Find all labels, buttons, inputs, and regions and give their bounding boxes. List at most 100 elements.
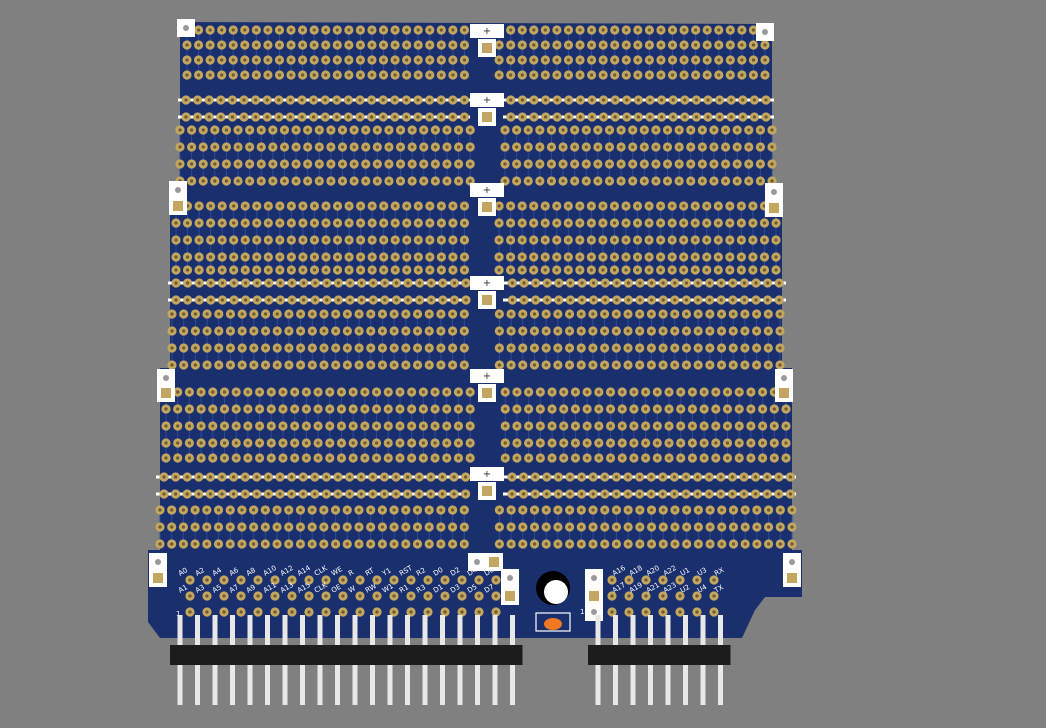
pad-hole — [603, 492, 607, 496]
pad-hole — [240, 363, 244, 367]
pad-hole — [521, 508, 525, 512]
pad-hole — [211, 407, 215, 411]
pad-hole — [370, 98, 374, 102]
pad-hole — [567, 329, 572, 333]
pad-hole — [393, 58, 397, 62]
pad-hole — [601, 268, 605, 272]
pad-hole — [462, 268, 467, 272]
pad-hole — [187, 441, 191, 445]
pad-hole — [765, 475, 769, 479]
pad-hole — [439, 542, 443, 546]
pad-hole — [451, 221, 455, 225]
pad-hole — [312, 98, 316, 102]
pad-hole — [543, 204, 547, 208]
pad-hole — [324, 43, 328, 47]
pad-hole — [187, 390, 191, 394]
pad-hole — [393, 268, 397, 272]
pad-hole — [248, 179, 252, 183]
pad-hole — [683, 98, 687, 102]
pad-hole — [462, 346, 466, 350]
pad-hole — [743, 525, 747, 529]
pad-hole — [696, 312, 700, 316]
pad-hole — [336, 492, 340, 496]
pad-hole — [689, 179, 693, 183]
pad-hole — [426, 578, 430, 582]
pad-hole — [351, 456, 355, 460]
pad-hole — [694, 98, 699, 102]
pad-hole — [596, 179, 600, 183]
pad-hole — [298, 542, 303, 546]
pad-hole — [456, 390, 461, 394]
pad-hole — [334, 329, 338, 333]
pad-hole — [387, 162, 391, 166]
pad-hole — [440, 492, 444, 496]
pad-hole — [209, 238, 213, 242]
pad-hole — [170, 346, 174, 350]
pad-hole — [205, 346, 209, 350]
pad-hole — [281, 407, 285, 411]
pad-hole — [209, 221, 213, 225]
pad-hole — [566, 255, 570, 259]
pad-hole — [613, 43, 617, 47]
pad-hole — [725, 407, 730, 411]
pad-hole — [201, 162, 205, 166]
pad-hole — [632, 390, 636, 394]
pad-hole — [510, 281, 514, 285]
pad-hole — [550, 407, 554, 411]
pad-hole — [255, 255, 259, 259]
pad-hole — [590, 98, 594, 102]
pad-hole — [275, 525, 279, 529]
pad-hole — [468, 145, 472, 149]
pad-hole — [659, 255, 663, 259]
pad-hole — [328, 424, 332, 428]
pad-hole — [613, 98, 617, 102]
pad-hole — [325, 298, 329, 302]
pad-hole — [339, 407, 344, 411]
pad-hole — [468, 162, 472, 166]
pad-hole — [185, 268, 190, 272]
pad-hole — [719, 298, 723, 302]
pad-hole — [293, 424, 297, 428]
pad-hole — [682, 221, 686, 225]
pad-hole — [269, 407, 273, 411]
pad-hole — [445, 128, 449, 132]
pad-hole — [603, 363, 607, 367]
pad-hole — [222, 456, 227, 460]
rail-marker-box — [470, 276, 504, 290]
pad-hole — [509, 329, 513, 333]
pad-hole — [220, 73, 224, 77]
pad-hole — [728, 204, 732, 208]
pad-hole — [556, 475, 561, 479]
pad-hole — [743, 312, 747, 316]
pad-hole — [777, 492, 781, 496]
pad-hole — [562, 390, 566, 394]
pad-hole — [555, 43, 559, 47]
pad-hole — [224, 179, 229, 183]
pad-hole — [456, 424, 461, 428]
pad-hole — [265, 98, 269, 102]
pad-hole — [404, 329, 408, 333]
pad-hole — [497, 255, 501, 259]
pad-hole — [755, 312, 759, 316]
pad-hole — [573, 456, 578, 460]
pad-hole — [712, 162, 716, 166]
pad-hole — [422, 128, 426, 132]
pad-hole — [267, 298, 271, 302]
pad-hole — [670, 268, 674, 272]
pad-hole — [731, 346, 735, 350]
pad-hole — [608, 456, 613, 460]
pad-hole — [304, 456, 308, 460]
pad-hole — [209, 268, 213, 272]
pad-hole — [694, 28, 698, 32]
pad-hole — [190, 145, 194, 149]
pad-hole — [790, 508, 794, 512]
pad-hole — [603, 281, 607, 285]
pad-hole — [765, 492, 769, 496]
pad-hole — [312, 43, 316, 47]
pad-hole — [324, 268, 328, 272]
pad-hole — [255, 298, 259, 302]
pad-hole — [684, 298, 689, 302]
pad-hole — [255, 281, 259, 285]
pad-hole — [427, 363, 431, 367]
pad-hole — [299, 329, 303, 333]
